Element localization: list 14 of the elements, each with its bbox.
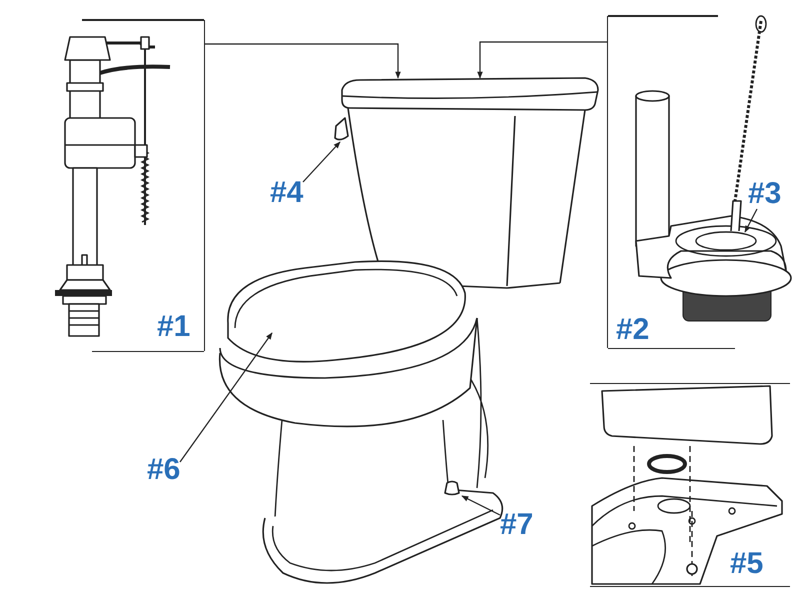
leader-line — [302, 141, 340, 182]
callout-number: #4 — [270, 178, 304, 208]
callout-number: #5 — [730, 549, 764, 579]
detail-panel — [607, 16, 792, 348]
callout-number: #7 — [500, 510, 534, 540]
leader-line — [180, 332, 272, 462]
callout-number: #1 — [157, 312, 190, 342]
arrow — [477, 41, 607, 79]
arrow — [205, 43, 401, 79]
leader-line — [461, 495, 500, 516]
callout-number: #3 — [748, 179, 782, 209]
callout-number: #6 — [147, 455, 180, 485]
leader-line — [744, 208, 758, 233]
callout-number: #2 — [616, 315, 650, 345]
